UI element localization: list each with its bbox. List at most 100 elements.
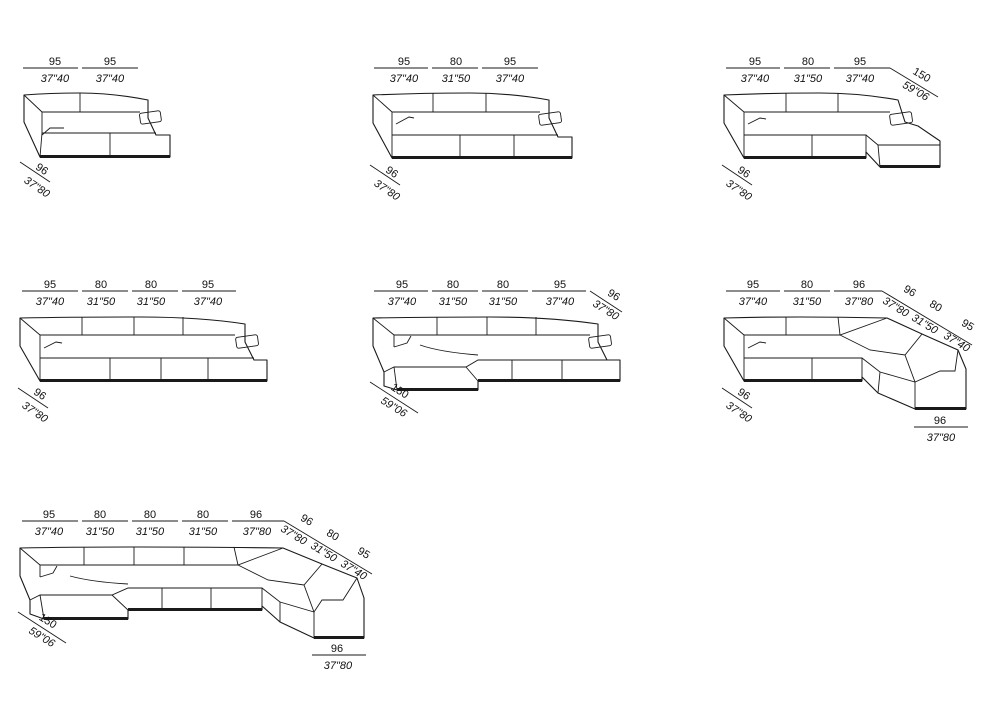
width-cm: 95 <box>202 279 214 291</box>
width-in: 31"50 <box>136 526 165 538</box>
sofa-outline <box>372 316 621 391</box>
depth-in: 37"80 <box>372 178 403 204</box>
return-in: 37"80 <box>880 295 911 320</box>
return-in: 37"40 <box>941 330 972 355</box>
width-cm: 95 <box>396 279 408 291</box>
width-dimensions: 95 37"40 95 37"40 <box>23 56 138 85</box>
end-cm: 96 <box>934 415 946 427</box>
sofa-outline <box>372 92 573 159</box>
width-cm: 95 <box>43 509 55 521</box>
width-in: 31"50 <box>793 296 822 308</box>
width-in: 31"50 <box>442 73 471 85</box>
width-in: 31"50 <box>86 526 115 538</box>
width-cm: 80 <box>94 509 106 521</box>
return-cm: 95 <box>959 317 976 334</box>
return-cm: 96 <box>298 512 315 529</box>
width-in: 37"40 <box>846 73 875 85</box>
return-cm: 80 <box>927 298 944 315</box>
side-dimension: 150 59"06 <box>889 66 939 104</box>
width-cm: 80 <box>145 279 157 291</box>
width-cm: 80 <box>144 509 156 521</box>
width-in: 37"40 <box>35 526 64 538</box>
return-in: 31"50 <box>909 312 940 337</box>
width-cm: 80 <box>95 279 107 291</box>
return-cm: 95 <box>355 545 372 562</box>
width-dimensions: 95 37"40 80 31"50 80 31"50 80 31"50 96 3… <box>22 509 284 538</box>
u-sofa: 95 37"40 80 31"50 80 31"50 80 31"50 96 3… <box>17 509 373 672</box>
width-cm: 80 <box>801 279 813 291</box>
width-cm: 95 <box>504 56 516 68</box>
depth-dimension: 96 37"80 <box>721 386 755 426</box>
width-in: 37"40 <box>739 296 768 308</box>
depth-cm: 96 <box>735 386 752 403</box>
width-cm: 95 <box>749 56 761 68</box>
width-in: 37"40 <box>96 73 125 85</box>
end-in: 37"80 <box>927 432 956 444</box>
width-cm: 80 <box>497 279 509 291</box>
end-cm: 96 <box>331 643 343 655</box>
depth-in: 37"80 <box>724 178 755 204</box>
width-dimensions: 95 37"40 80 31"50 95 37"40 <box>726 56 890 85</box>
width-cm: 80 <box>450 56 462 68</box>
width-in: 37"40 <box>741 73 770 85</box>
width-in: 37"40 <box>388 296 417 308</box>
width-in: 31"50 <box>794 73 823 85</box>
sofa-4-seater: 95 37"40 80 31"50 80 31"50 95 37"40 <box>17 279 268 426</box>
sofa-2-seater: 95 37"40 95 37"40 96 37"80 <box>19 56 171 201</box>
width-cm: 95 <box>104 56 116 68</box>
return-cm: 80 <box>324 527 341 544</box>
width-cm: 80 <box>197 509 209 521</box>
width-in: 37"40 <box>41 73 70 85</box>
width-cm: 95 <box>854 56 866 68</box>
depth-dimension: 96 37"80 <box>19 161 53 201</box>
return-dimensions: 96 80 95 37"80 31"50 37"40 <box>880 283 976 355</box>
corner-sofa: 95 37"40 80 31"50 96 37"80 96 80 95 37"8… <box>721 279 976 444</box>
width-in: 37"40 <box>546 296 575 308</box>
width-dimensions: 95 37"40 80 31"50 96 37"80 <box>726 279 882 308</box>
depth-dimension: 96 37"80 <box>721 164 755 204</box>
width-cm: 95 <box>398 56 410 68</box>
end-dimension: 96 37"80 <box>312 643 366 672</box>
width-in: 37"80 <box>845 296 874 308</box>
width-in: 37"40 <box>36 296 65 308</box>
depth-in: 37"80 <box>22 175 53 201</box>
side-cm: 96 <box>605 287 622 304</box>
width-cm: 80 <box>802 56 814 68</box>
end-in: 37"80 <box>324 660 353 672</box>
width-cm: 95 <box>554 279 566 291</box>
width-cm: 95 <box>49 56 61 68</box>
return-dimensions: 96 80 95 37"80 31"50 37"40 <box>278 512 373 583</box>
width-dimensions: 95 37"40 80 31"50 80 31"50 95 37"40 <box>374 279 586 308</box>
depth-cm: 96 <box>31 386 48 403</box>
depth-dimension: 96 37"80 <box>369 164 403 204</box>
depth-cm: 96 <box>33 161 50 178</box>
width-in: 37"40 <box>496 73 525 85</box>
return-in: 37"40 <box>338 558 369 583</box>
width-in: 37"80 <box>243 526 272 538</box>
sofa-outline <box>723 316 967 410</box>
width-cm: 96 <box>250 509 262 521</box>
depth-in: 37"80 <box>724 400 755 426</box>
depth-in: 37"80 <box>20 400 51 426</box>
width-in: 31"50 <box>87 296 116 308</box>
width-cm: 80 <box>447 279 459 291</box>
depth-cm: 96 <box>735 164 752 181</box>
sofa-outline <box>19 316 268 382</box>
sofa-outline <box>723 92 941 168</box>
width-in: 37"40 <box>194 296 223 308</box>
width-in: 37"40 <box>390 73 419 85</box>
return-in: 31"50 <box>308 540 339 565</box>
sofa-3-seater-chaise-right: 95 37"40 80 31"50 95 37"40 150 59"06 <box>721 56 941 204</box>
end-dimension: 96 37"80 <box>914 415 968 444</box>
sofa-outline <box>23 92 171 158</box>
return-cm: 96 <box>901 283 918 300</box>
depth-cm: 96 <box>383 164 400 181</box>
chaise-dimension: 150 59"06 <box>369 382 419 421</box>
width-dimensions: 95 37"40 80 31"50 80 31"50 95 37"40 <box>22 279 236 308</box>
sofa-3-seater: 95 37"40 80 31"50 95 37"40 96 37"80 <box>369 56 573 204</box>
width-in: 31"50 <box>489 296 518 308</box>
width-in: 31"50 <box>439 296 468 308</box>
width-in: 31"50 <box>189 526 218 538</box>
depth-dimension: 96 37"80 <box>17 386 51 426</box>
